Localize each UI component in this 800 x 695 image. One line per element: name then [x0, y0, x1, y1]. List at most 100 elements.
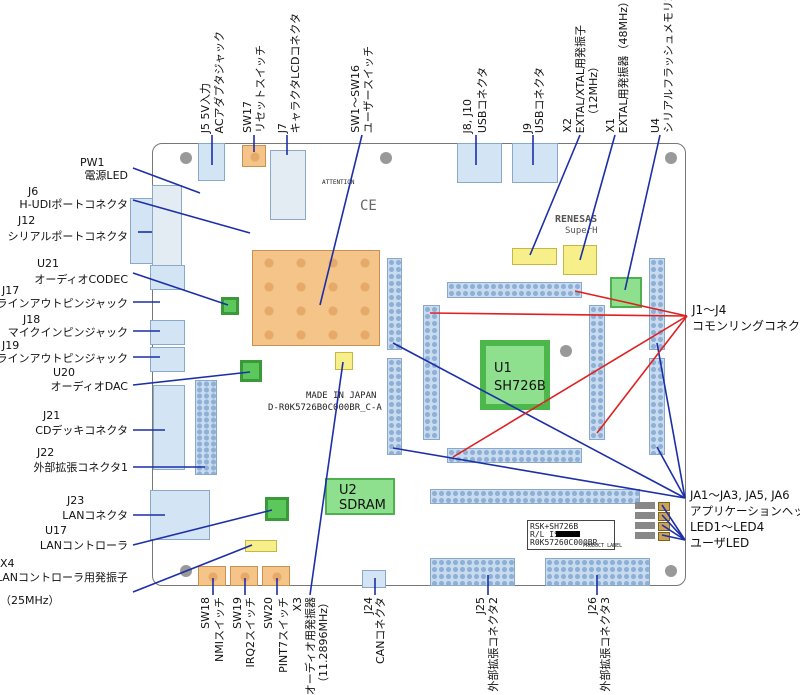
attention-mark: ATTENTION: [322, 179, 355, 186]
label-ja-code: JA1～JA3, JA5, JA6: [690, 488, 790, 502]
u2-name: SDRAM: [339, 498, 386, 513]
label-u17-code: U17: [45, 524, 68, 537]
label-j18-code: J18: [23, 313, 41, 326]
led-silkscreen: [635, 502, 655, 509]
label-j1-j4-desc: コモンリングコネクタ: [692, 319, 800, 333]
label-j26-desc: 外部拡張コネクタ3: [599, 597, 612, 692]
u1-code: U1: [494, 361, 512, 376]
label-pw1-code: PW1: [80, 156, 105, 169]
label-u17-desc: LANコントローラ: [39, 539, 128, 552]
j22-expansion-connector-1: [195, 380, 217, 475]
label-j25-desc: 外部拡張コネクタ2: [487, 597, 500, 692]
label-j26-code: J26: [586, 597, 599, 615]
label-sw19-desc: IRQ2スイッチ: [244, 597, 257, 668]
made-in-japan-text: MADE IN JAPAN: [306, 391, 377, 401]
ja-header: [387, 358, 402, 455]
j8-j10-usb-connector: [457, 143, 502, 183]
ja-header: [387, 258, 402, 350]
product-label-line1: RSK+SH726B: [530, 522, 579, 531]
u1-cpu-chip: U1 SH726B: [480, 340, 550, 410]
label-j21-code: J21: [43, 409, 61, 422]
ja-header-horizontal: [430, 489, 640, 504]
label-x3-desc: オーディオ用発振器: [304, 597, 317, 695]
label-led-desc: ユーザLED: [690, 536, 750, 550]
j17-line-out-jack: [150, 265, 185, 290]
mounting-hole: [665, 152, 677, 164]
label-j6-code: J6: [28, 185, 39, 198]
label-led-code: LED1～LED4: [690, 520, 765, 534]
superh-logo: SuperH: [565, 226, 598, 236]
label-j24-desc: CANコネクタ: [374, 597, 387, 664]
label-j7-code: J7: [276, 122, 289, 133]
led-silkscreen: [635, 532, 655, 539]
label-sw1-sw16-desc: ユーザースイッチ: [362, 45, 375, 133]
product-label-line3: R0K57260C000BR: [530, 538, 598, 547]
redacted-bar: [556, 531, 580, 537]
j7-lcd-connector: [270, 150, 306, 220]
j25-expansion-connector-2: [430, 558, 515, 586]
j12-serial-connector: [130, 198, 154, 264]
label-sw18-code: SW18: [199, 597, 212, 629]
label-sw1-sw16-code: SW1～SW16: [349, 65, 362, 133]
label-j12-code: J12: [18, 214, 36, 227]
label-x2-code: X2: [561, 118, 574, 133]
label-j9-desc: USBコネクタ: [533, 66, 546, 133]
u1-name: SH726B: [494, 379, 546, 394]
j4-common-ring-connector: [447, 448, 582, 463]
j3-common-ring-connector: [589, 305, 605, 440]
label-sw20-code: SW20: [262, 597, 275, 629]
label-x3-freq: （11.2896MHz）: [317, 597, 330, 689]
label-j25-code: J25: [474, 597, 487, 615]
label-x4-freq: （25MHz）: [0, 594, 60, 607]
ce-mark: CE: [360, 198, 377, 214]
label-j23-desc: LANコネクタ: [62, 509, 128, 522]
x2-crystal: [512, 248, 557, 265]
label-j19-desc: ラインアウトピンジャック: [0, 352, 128, 365]
label-u4-code: U4: [649, 117, 662, 133]
label-j19-code: J19: [2, 339, 20, 352]
ja-header: [649, 258, 665, 350]
label-j8-j10-desc: USBコネクタ: [476, 66, 489, 133]
j21-cd-deck-connector: [153, 385, 185, 470]
j24-can-connector: [362, 570, 386, 588]
label-j7-desc: キャラクタLCDコネクタ: [289, 12, 302, 133]
sw1-sw16-user-switches: [252, 250, 380, 346]
mounting-hole: [665, 565, 677, 577]
label-j17-desc: ラインアウトピンジャック: [0, 297, 128, 310]
product-label-footer: PRODUCT LABEL: [583, 543, 623, 549]
renesas-logo: RENESAS: [555, 214, 598, 225]
label-j22-code: J22: [37, 446, 55, 459]
label-x3-code: X3: [291, 597, 304, 612]
board-part-number: D-R0K5726B0C000BR_C-A: [268, 403, 382, 413]
j18-mic-in-jack: [150, 320, 185, 345]
label-u4-desc: シリアルフラッシュメモリ2: [662, 0, 675, 133]
u21-audio-codec: [221, 297, 239, 315]
product-label: RSK+SH726B R/L ISS R0K57260C000BR PRODUC…: [527, 520, 622, 550]
u17-lan-controller: [265, 497, 289, 521]
x4-crystal: [245, 540, 277, 552]
label-x2-freq: （12MHz）: [587, 61, 600, 121]
led-silkscreen: [635, 512, 655, 519]
j19-line-out-jack: [150, 347, 185, 372]
label-j18-desc: マイクインピンジャック: [7, 326, 128, 339]
label-x4-desc: LANコントローラ用発振子: [0, 571, 128, 584]
label-u21-desc: オーディオCODEC: [34, 273, 128, 286]
label-u20-desc: オーディオDAC: [50, 380, 128, 393]
label-sw17-code: SW17: [241, 101, 254, 133]
u20-audio-dac: [240, 360, 262, 382]
label-sw18-desc: NMIスイッチ: [213, 597, 226, 662]
label-sw19-code: SW19: [231, 597, 244, 629]
mounting-hole: [380, 152, 392, 164]
sw19-irq2-switch: [230, 566, 258, 586]
label-sw17-desc: リセットスイッチ: [254, 45, 267, 133]
ja-header: [649, 358, 665, 455]
sw20-pint7-switch: [262, 566, 290, 586]
led1: [658, 502, 670, 511]
label-j17-code: J17: [2, 284, 20, 297]
label-x2-desc: EXTAL/XTAL用発振子: [574, 24, 587, 133]
x3-oscillator: [335, 352, 353, 370]
label-j6-desc: H-UDIポートコネクタ: [19, 198, 128, 211]
u2-sdram-chip: U2 SDRAM: [325, 478, 395, 515]
label-j22-desc: 外部拡張コネクタ1: [33, 461, 128, 474]
